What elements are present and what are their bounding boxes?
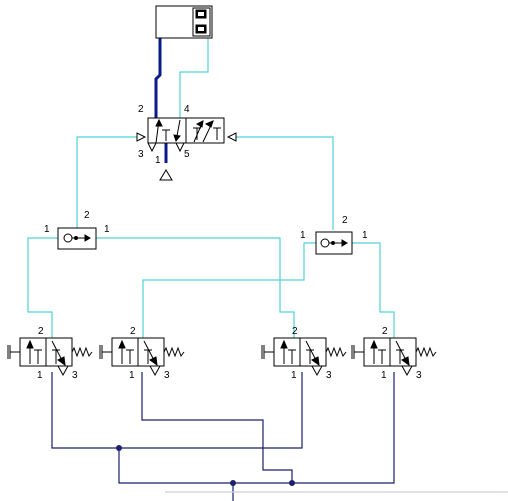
supply-line-valve-2-branch bbox=[118, 372, 395, 484]
pushbutton-icon bbox=[351, 345, 364, 359]
shuttle-valve-left bbox=[57, 227, 97, 250]
exhaust-icon bbox=[57, 365, 69, 377]
port-label: 1 bbox=[129, 370, 135, 381]
port-label: 1 bbox=[381, 370, 387, 381]
exhaust-icon bbox=[175, 142, 185, 153]
supply-lines bbox=[51, 372, 508, 501]
shuttle-right-labels: 1 1 2 bbox=[300, 215, 368, 241]
pilot-line-right-shuttle-in-b bbox=[352, 242, 395, 338]
port-label: 1 bbox=[155, 155, 161, 166]
spring-icon bbox=[71, 346, 93, 358]
pilot-line-left-shuttle-in-a bbox=[27, 237, 58, 338]
supply-source-triangle bbox=[159, 169, 173, 181]
port-label: 3 bbox=[138, 149, 144, 160]
spring-icon bbox=[325, 346, 347, 358]
port-label: 3 bbox=[164, 370, 170, 381]
pushbutton-icon bbox=[7, 345, 20, 359]
push-button-3-2-valve bbox=[99, 337, 185, 377]
supply-line-valve-1 bbox=[51, 372, 303, 449]
exhaust-icon bbox=[401, 365, 413, 377]
double-acting-cylinder bbox=[155, 5, 213, 39]
pilot-line-right-shuttle-in-a bbox=[142, 242, 316, 338]
port-label: 1 bbox=[104, 224, 110, 235]
exhaust-icon bbox=[147, 142, 157, 153]
main-valve-port-labels: 2 4 3 1 5 bbox=[138, 104, 190, 166]
pilot-arrow-left bbox=[136, 132, 147, 142]
shuttle-left-labels: 1 1 2 bbox=[44, 210, 110, 235]
port-label: 1 bbox=[44, 224, 50, 235]
main-5-2-valve bbox=[136, 117, 237, 181]
pilot-arrow-right bbox=[226, 132, 237, 142]
port-label: 4 bbox=[184, 104, 190, 115]
port-label: 3 bbox=[326, 370, 332, 381]
pilot-lines bbox=[27, 38, 395, 338]
exhaust-icon bbox=[311, 365, 323, 377]
junction-dot bbox=[289, 480, 295, 486]
shuttle-valve-right bbox=[315, 231, 353, 255]
push-button-3-2-valve bbox=[261, 337, 347, 377]
push-button-3-2-valve bbox=[7, 337, 93, 377]
junction-dot bbox=[116, 445, 122, 451]
port-label: 1 bbox=[291, 370, 297, 381]
port-label: 2 bbox=[130, 326, 136, 337]
port-label: 2 bbox=[38, 326, 44, 337]
spring-icon bbox=[163, 346, 185, 358]
port-label: 3 bbox=[416, 370, 422, 381]
port-label: 1 bbox=[300, 230, 306, 241]
junction-dot bbox=[230, 480, 236, 486]
pushbutton-icon bbox=[261, 345, 274, 359]
spring-icon bbox=[415, 346, 437, 358]
pushbutton-icon bbox=[99, 345, 112, 359]
port-label: 3 bbox=[72, 370, 78, 381]
port-label: 2 bbox=[342, 215, 348, 226]
pilot-line-left-shuttle-to-main bbox=[76, 136, 137, 230]
exhaust-icon bbox=[149, 365, 161, 377]
push-button-valves: 2 1 3 2 1 3 2 1 3 2 1 3 bbox=[7, 326, 437, 381]
pilot-line-left-shuttle-in-b bbox=[96, 237, 295, 338]
pilot-line-cylinder-to-port4 bbox=[179, 38, 209, 118]
port-label: 1 bbox=[362, 230, 368, 241]
supply-line-valve-3 bbox=[141, 372, 293, 483]
push-button-3-2-valve bbox=[351, 337, 437, 377]
port-label: 2 bbox=[382, 326, 388, 337]
main-working-line bbox=[154, 38, 168, 163]
port-label: 2 bbox=[138, 104, 144, 115]
port-label: 2 bbox=[292, 326, 298, 337]
port-label: 5 bbox=[184, 149, 190, 160]
pilot-line-right-shuttle-to-main bbox=[236, 136, 334, 230]
port-label: 2 bbox=[84, 210, 90, 221]
port-label: 1 bbox=[37, 370, 43, 381]
junction-dots bbox=[116, 445, 295, 486]
